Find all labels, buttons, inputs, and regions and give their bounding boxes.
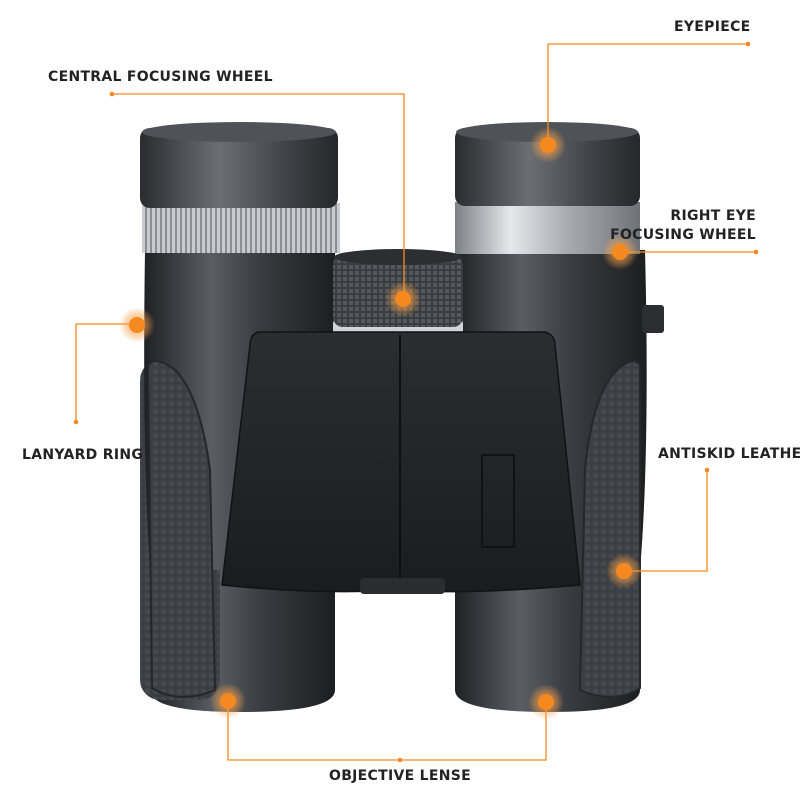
hotspot-eyepiece [530,127,566,163]
label-eyepiece: EYEPIECE [674,19,751,35]
leader-end-objective [397,757,403,763]
bridge-bottom-hinge [360,578,445,594]
label-right-eye-focusing-wheel: RIGHT EYE FOCUSING WHEEL [610,207,756,245]
bridge-badge-slot [481,454,515,548]
label-antiskid-leather: ANTISKID LEATHER [658,446,800,462]
hotspot-objective-left [210,683,246,719]
hotspot-objective-right [528,684,564,720]
label-central-focusing-wheel: CENTRAL FOCUSING WHEEL [48,69,273,85]
leader-end-right-eye [753,249,759,255]
leader-end-antiskid [704,467,710,473]
left-eyecup-top [142,122,336,142]
leader-end-eyepiece [745,41,751,47]
label-lanyard-ring: LANYARD RING [22,447,144,463]
label-right-eye-line1: RIGHT EYE [670,208,756,224]
leader-end-central-wheel [109,91,115,97]
left-eyecup [140,128,338,208]
label-right-eye-line2: FOCUSING WHEEL [610,227,756,243]
leader-end-lanyard [73,419,79,425]
central-wheel-top [334,249,462,265]
hotspot-antiskid [606,553,642,589]
hotspot-lanyard [119,307,155,343]
callout-lines [73,41,759,763]
right-eyecup [455,128,640,206]
label-objective-lense: OBJECTIVE LENSE [329,768,471,784]
hotspot-markers [119,127,642,720]
bridge [221,331,581,594]
leader-line-lanyard [75,323,136,422]
hotspot-central-wheel [385,281,421,317]
hotspot-right-eye [602,234,638,270]
right-grip-armor [578,360,641,699]
left-focus-ring [142,203,340,253]
leader-line-central-wheel [112,93,405,300]
leader-line-objective [227,700,547,761]
left-barrel [140,122,340,712]
right-side-tab [642,305,664,333]
left-grip-armor [146,360,217,699]
leader-line-eyepiece [547,43,748,145]
leader-line-antiskid [624,470,708,572]
